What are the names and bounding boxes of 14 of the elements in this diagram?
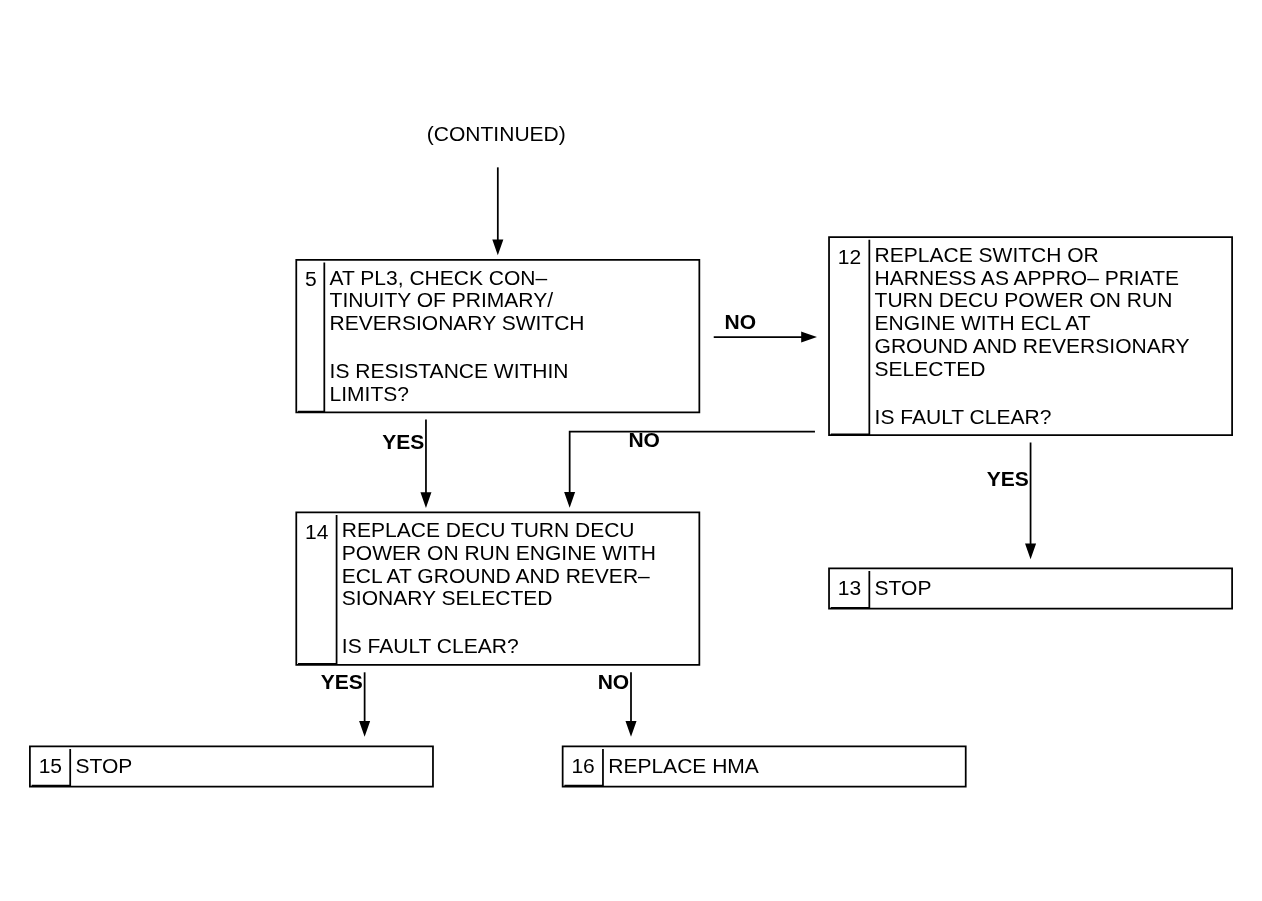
arrow — [625, 670, 637, 737]
arrow — [564, 430, 816, 508]
edge-label: NO — [724, 309, 757, 333]
arrow — [492, 165, 504, 255]
arrow — [1025, 441, 1037, 559]
edge-label: YES — [382, 429, 425, 453]
edge-label: NO — [628, 427, 660, 451]
edge-label: YES — [986, 466, 1029, 490]
edge-label: NO — [597, 669, 630, 693]
edge-label: YES — [320, 669, 363, 693]
arrow — [712, 331, 817, 343]
node-text: (CONTINUED) — [426, 121, 566, 145]
arrow — [420, 418, 432, 508]
arrow — [359, 670, 371, 737]
